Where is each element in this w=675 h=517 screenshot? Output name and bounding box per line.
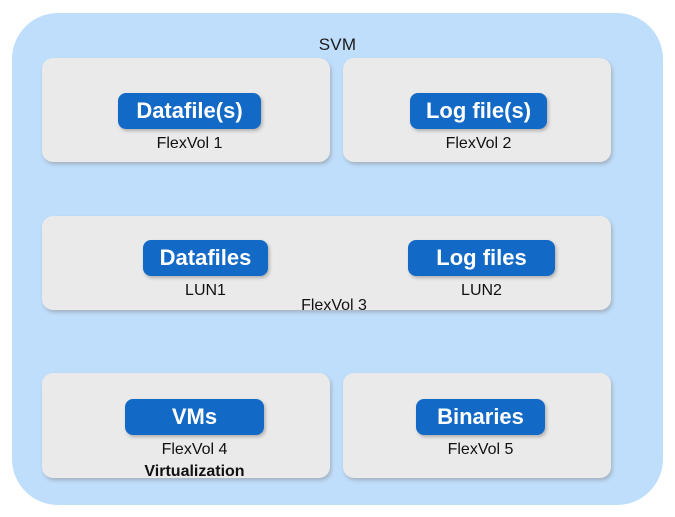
svm-container: SVM Datafile(s) FlexVol 1 Log file(s) Fl… [12, 13, 663, 505]
pill-vms[interactable]: VMs [125, 399, 264, 435]
volume-card-flexvol4: VMs FlexVol 4 Virtualization [42, 373, 330, 480]
volume-card-flexvol5: Binaries FlexVol 5 [343, 373, 611, 478]
label-lun1: LUN1 [185, 282, 226, 299]
volume-card-flexvol1: Datafile(s) FlexVol 1 [42, 58, 330, 162]
label-flexvol3: FlexVol 3 [301, 297, 367, 314]
svm-title: SVM [318, 35, 357, 54]
pill-binaries[interactable]: Binaries [416, 399, 545, 435]
label-flexvol2: FlexVol 2 [445, 135, 512, 152]
pill-datafiles[interactable]: Datafile(s) [118, 93, 261, 129]
pill-datafiles-lun1[interactable]: Datafiles [143, 240, 268, 276]
label-lun2: LUN2 [461, 282, 502, 299]
label-flexvol1: FlexVol 1 [156, 135, 223, 152]
volume-card-flexvol2: Log file(s) FlexVol 2 [343, 58, 611, 162]
pill-log-files[interactable]: Log file(s) [410, 93, 547, 129]
pill-log-files-lun2[interactable]: Log files [408, 240, 555, 276]
label-flexvol4: FlexVol 4 [161, 441, 228, 458]
label-flexvol5: FlexVol 5 [447, 441, 514, 458]
volume-card-flexvol3: Datafiles LUN1 Log files LUN2 FlexVol 3 [42, 216, 611, 314]
label-virtualization: Virtualization [144, 463, 245, 480]
